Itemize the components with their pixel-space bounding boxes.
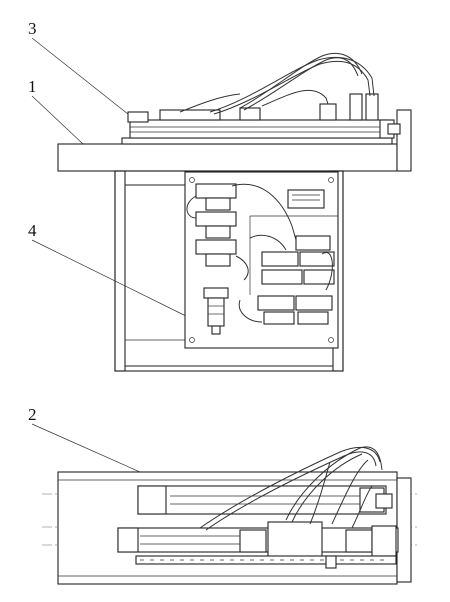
right-end-block xyxy=(396,109,412,172)
front-view xyxy=(31,37,412,372)
callout-4: 4 xyxy=(28,221,37,240)
callout-3: 3 xyxy=(28,19,37,38)
plan-view xyxy=(31,423,420,585)
leader-line-4 xyxy=(31,239,191,319)
valve-panel xyxy=(184,171,339,349)
leader-line-3 xyxy=(31,37,139,123)
top-hoses xyxy=(179,52,375,115)
frame xyxy=(114,170,344,372)
table-top-plate xyxy=(57,143,398,172)
callout-1: 1 xyxy=(28,77,37,96)
top-cylinder-assembly xyxy=(121,93,401,145)
callout-2: 2 xyxy=(28,405,37,424)
